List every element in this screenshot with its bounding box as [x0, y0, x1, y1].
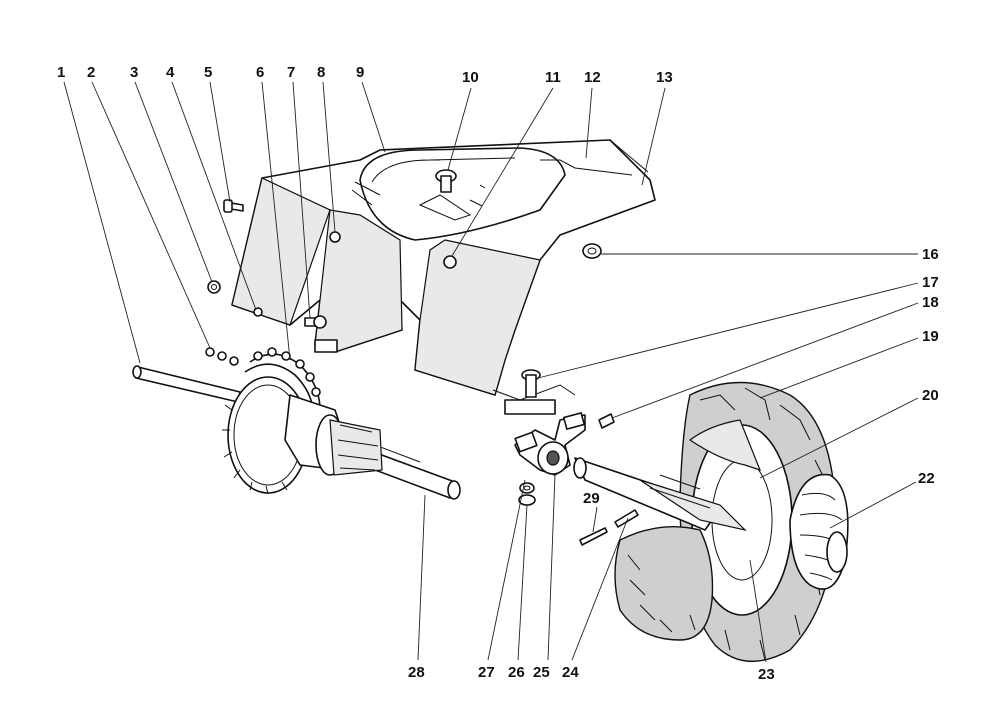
callout-24: 24 [562, 664, 579, 681]
callout-8: 8 [317, 64, 325, 81]
callout-17: 17 [922, 274, 939, 291]
callout-10: 10 [462, 69, 479, 86]
callout-6: 6 [256, 64, 264, 81]
callout-23: 23 [758, 666, 775, 683]
callout-18: 18 [922, 294, 939, 311]
callout-3: 3 [130, 64, 138, 81]
callout-2: 2 [87, 64, 95, 81]
callout-29: 29 [583, 490, 600, 507]
callout-11: 11 [545, 69, 561, 86]
callout-25: 25 [533, 664, 550, 681]
callout-28: 28 [408, 664, 425, 681]
callout-9: 9 [356, 64, 364, 81]
sprocket-chain [222, 347, 383, 495]
callout-1: 1 [57, 64, 65, 81]
callout-13: 13 [656, 69, 673, 86]
hardware-bolts-nuts [205, 169, 753, 561]
callout-4: 4 [166, 64, 175, 81]
callout-22: 22 [918, 470, 935, 487]
callout-16: 16 [922, 246, 939, 263]
bearing-bracket [514, 412, 586, 476]
callout-12: 12 [584, 69, 601, 86]
callout-27: 27 [478, 664, 495, 681]
callout-5: 5 [204, 64, 212, 81]
callout-labels: 1 2 3 4 5 6 7 8 9 10 11 12 13 16 17 18 1… [57, 64, 939, 683]
callout-20: 20 [922, 387, 939, 404]
callout-26: 26 [508, 664, 525, 681]
tire-lower-half [614, 526, 714, 641]
fender-cover [231, 139, 656, 415]
callout-19: 19 [922, 328, 939, 345]
callout-7: 7 [287, 64, 295, 81]
wheel-assembly [573, 381, 849, 662]
leader-lines [63, 81, 919, 663]
